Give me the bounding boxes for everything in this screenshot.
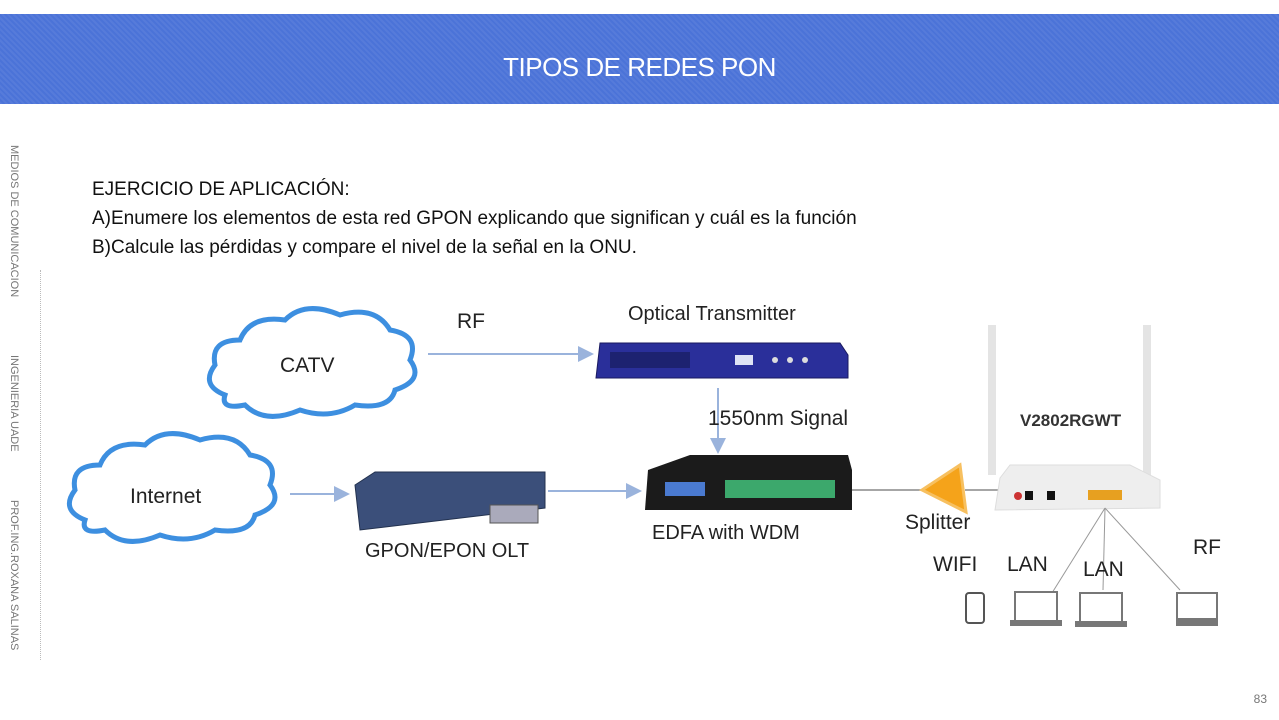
splitter-icon <box>919 462 968 515</box>
laptop-icon <box>1010 591 1062 626</box>
internet-cloud-icon <box>66 431 278 544</box>
catv-cloud-icon <box>206 306 418 419</box>
tv-icon <box>1176 592 1218 626</box>
lan-label-1: LAN <box>1007 553 1048 576</box>
olt-label: GPON/EPON OLT <box>365 540 529 562</box>
onu-router-device <box>988 325 1161 511</box>
sidebar-vertical-text: MEDIOS DE COMUNICACION INGENIERIA UADE P… <box>8 145 28 685</box>
exercise-heading: EJERCICIO DE APLICACIÓN: <box>92 179 350 200</box>
sidebar-course: MEDIOS DE COMUNICACION <box>8 145 20 298</box>
divider <box>40 270 41 660</box>
edfa-label: EDFA with WDM <box>652 522 800 544</box>
wifi-label: WIFI <box>933 553 977 576</box>
exercise-item-b: B)Calcule las pérdidas y compare el nive… <box>92 237 637 258</box>
olt-device <box>354 471 546 531</box>
lan-label-2: LAN <box>1083 558 1124 581</box>
slide-title: TIPOS DE REDES PON <box>503 52 776 82</box>
internet-label: Internet <box>130 485 201 508</box>
onu-model-label: V2802RGWT <box>1020 411 1122 430</box>
exercise-item-a: A)Enumere los elementos de esta red GPON… <box>92 208 857 229</box>
catv-label: CATV <box>280 354 334 377</box>
splitter-label: Splitter <box>905 511 970 534</box>
slide-header: TIPOS DE REDES PON <box>0 14 1279 104</box>
page-number: 83 <box>1253 692 1267 706</box>
sidebar-professor: PROF.ING.ROXANA SALINAS <box>8 500 20 651</box>
phone-icon <box>965 592 985 624</box>
edfa-device <box>645 455 852 510</box>
sidebar-university: INGENIERIA UADE <box>8 355 20 452</box>
exercise-text: EJERCICIO DE APLICACIÓN: A)Enumere los e… <box>92 175 857 262</box>
optical-transmitter-device <box>595 342 849 379</box>
signal-label: 1550nm Signal <box>708 407 848 430</box>
optical-transmitter-label: Optical Transmitter <box>628 303 796 325</box>
rf-label: RF <box>457 310 485 333</box>
laptop-icon <box>1075 592 1127 627</box>
rf-output-label: RF <box>1193 536 1221 559</box>
